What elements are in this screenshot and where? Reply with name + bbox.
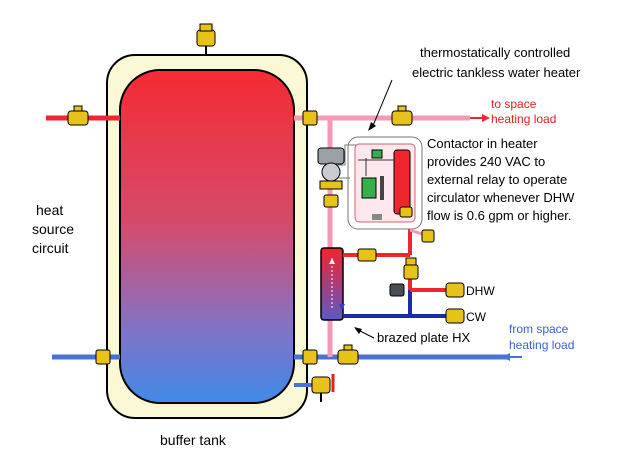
ball-valve-icon: [445, 282, 465, 298]
control-wiring: [338, 144, 356, 179]
tempering-valve-icon: [403, 257, 419, 280]
heater-label-line1: thermostatically controlled: [420, 45, 570, 60]
to-space-label-line2: heating load: [491, 112, 556, 126]
arrow-icon: [368, 79, 393, 131]
buffer-tank-label: buffer tank: [160, 432, 227, 448]
ball-valve-icon: [302, 110, 318, 126]
heat-source-label-line3: circuit: [32, 240, 69, 256]
tankless-heater: [347, 136, 423, 230]
contactor-label-line5: flow is 0.6 gpm or higher.: [427, 208, 572, 223]
drain-valve-icon: [294, 374, 335, 402]
ball-valve-icon: [409, 228, 435, 243]
contactor-label-line4: circulator whenever DHW: [427, 190, 575, 205]
air-vent-icon: [196, 23, 216, 55]
dhw-label: DHW: [466, 284, 495, 298]
contactor-label-line2: provides 240 VAC to: [427, 154, 545, 169]
ball-valve-icon: [357, 248, 377, 262]
ball-valve-icon: [391, 105, 413, 126]
from-space-label-line2: heating load: [509, 338, 574, 352]
circulator-pump-icon: [389, 283, 405, 297]
circulator-pump-icon: [317, 147, 345, 208]
brazed-plate-hx: [320, 247, 345, 321]
ball-valve-icon: [302, 349, 318, 365]
ball-valve-icon: [67, 105, 89, 126]
contactor-label-line1: Contactor in heater: [427, 136, 538, 151]
ball-valve-icon: [95, 349, 111, 365]
heat-source-label-line1: heat: [36, 202, 63, 218]
ball-valve-icon: [337, 344, 359, 365]
contactor-label-line3: external relay to operate: [427, 172, 567, 187]
arrow-icon: [354, 327, 375, 339]
hx-label: brazed plate HX: [377, 330, 471, 345]
heat-source-label-line2: source: [32, 221, 74, 237]
from-space-label-line1: from space: [509, 322, 569, 336]
to-space-label-line1: to space: [491, 97, 537, 111]
cw-pipe: [343, 290, 450, 318]
hot-supply-pipe: [294, 114, 490, 122]
ball-valve-icon: [445, 308, 465, 324]
cw-label: CW: [466, 310, 487, 324]
buffer-tank: [106, 54, 308, 419]
heater-label-line2: electric tankless water heater: [412, 65, 581, 80]
